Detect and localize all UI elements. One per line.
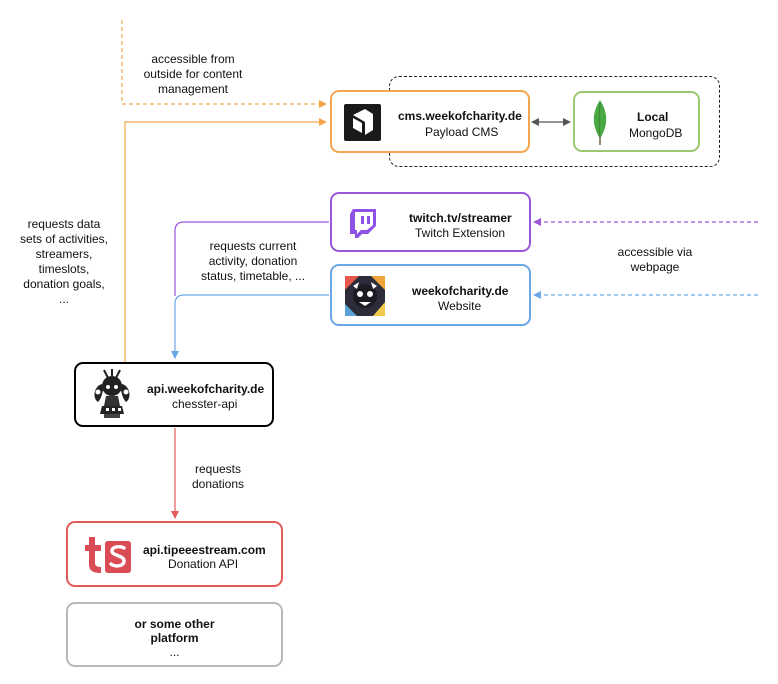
- api-node[interactable]: api.weekofcharity.de chesster-api: [74, 362, 274, 427]
- api-title: api.weekofcharity.de: [147, 382, 265, 396]
- twitch-subtitle: Twitch Extension: [415, 226, 506, 240]
- cms-node[interactable]: cms.weekofcharity.de Payload CMS: [330, 90, 530, 153]
- website-mascot-icon: [345, 276, 385, 316]
- other-platform-line2: platform: [150, 631, 199, 645]
- twitch-node[interactable]: twitch.tv/streamer Twitch Extension: [330, 192, 531, 252]
- other-platform-node[interactable]: or some other platform ...: [66, 602, 283, 667]
- website-node[interactable]: weekofcharity.de Website: [330, 264, 531, 326]
- tipeee-subtitle: Donation API: [168, 557, 239, 571]
- chesster-mascot-icon: [90, 368, 134, 422]
- other-platform-line1: or some other: [134, 617, 215, 631]
- website-subtitle: Website: [438, 299, 482, 313]
- api-subtitle: chesster-api: [172, 397, 238, 411]
- payload-logo-icon: [344, 104, 381, 141]
- mongodb-title: Local: [637, 110, 669, 124]
- mongodb-subtitle: MongoDB: [629, 126, 683, 140]
- edge-twitch-to-api: [174, 221, 329, 296]
- mongodb-leaf-icon: [589, 99, 611, 146]
- edge-api-to-cms: [124, 118, 327, 362]
- other-platform-line3: ...: [169, 645, 180, 659]
- tipeee-node[interactable]: api.tipeeestream.com Donation API: [66, 521, 283, 587]
- tipeee-logo-icon: [83, 537, 133, 573]
- cms-subtitle: Payload CMS: [425, 125, 499, 139]
- mongodb-node[interactable]: Local MongoDB: [573, 91, 700, 152]
- edge-website-to-api: [171, 294, 329, 359]
- twitch-logo-icon: [349, 208, 379, 238]
- website-title: weekofcharity.de: [412, 284, 509, 298]
- tipeee-title: api.tipeeestream.com: [143, 543, 266, 557]
- twitch-title: twitch.tv/streamer: [409, 211, 512, 225]
- cms-title: cms.weekofcharity.de: [398, 109, 522, 123]
- edge-outside-to-cms: [121, 20, 327, 108]
